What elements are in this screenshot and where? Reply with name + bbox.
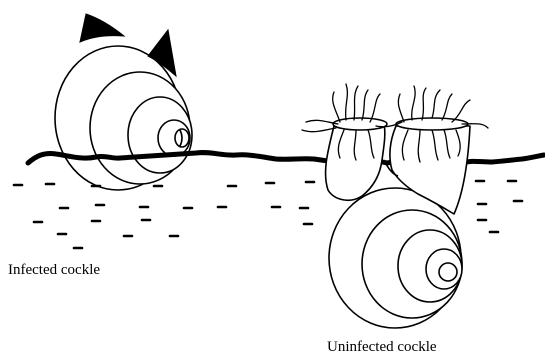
infected-cockle-label: Infected cockle [8, 263, 100, 278]
uninfected-cockle-label: Uninfected cockle [327, 340, 437, 355]
uninfected-cockle-shell [329, 188, 462, 328]
